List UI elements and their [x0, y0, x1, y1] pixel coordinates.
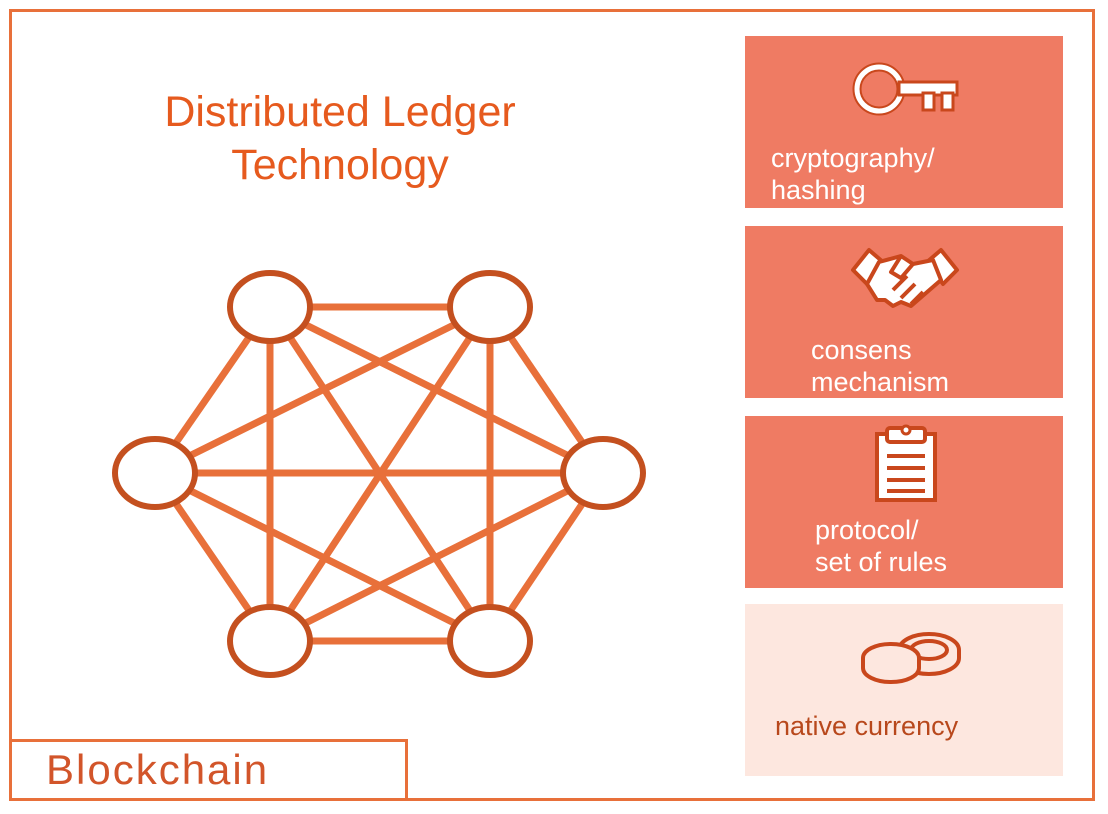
network-nodes: [112, 270, 646, 678]
node-top-right: [447, 270, 533, 344]
handshake-icon: [851, 248, 959, 308]
title-line-2: Technology: [231, 141, 449, 189]
card-consensus-label: consens mechanism: [811, 334, 949, 398]
node-top-left: [227, 270, 313, 344]
network-graph: [112, 270, 646, 678]
network-edges: [152, 303, 606, 645]
diagram-title: Distributed Ledger Technology: [60, 86, 620, 192]
key-icon: [852, 62, 959, 116]
node-bottom-right: [447, 604, 533, 678]
title-line-1: Distributed Ledger: [164, 88, 516, 136]
card-consensus-line-1: consens: [811, 335, 912, 365]
card-consensus: consens mechanism: [745, 226, 1063, 398]
card-consensus-line-2: mechanism: [811, 367, 950, 397]
node-left: [112, 436, 198, 510]
edge-left-bottom-right: [153, 469, 492, 645]
card-cryptography-line-1: cryptography/: [771, 143, 935, 173]
edge-right-bottom-left: [268, 469, 605, 645]
clipboard-icon: [875, 424, 937, 502]
card-native-currency-line-1: native currency: [775, 711, 959, 741]
card-native-currency-label: native currency: [775, 710, 958, 742]
card-native-currency: native currency: [745, 604, 1063, 776]
node-bottom-left: [227, 604, 313, 678]
card-cryptography-label: cryptography/ hashing: [771, 142, 935, 206]
node-right: [560, 436, 646, 510]
card-cryptography-line-2: hashing: [771, 175, 866, 205]
outer-frame: [9, 9, 1095, 801]
coins-icon: [861, 632, 961, 684]
card-protocol-label: protocol/ set of rules: [815, 514, 947, 578]
card-protocol-line-1: protocol/: [815, 515, 919, 545]
card-protocol-line-2: set of rules: [815, 547, 948, 577]
card-protocol: protocol/ set of rules: [745, 416, 1063, 588]
blockchain-badge: Blockchain: [9, 739, 408, 801]
edge-top-right-left: [153, 303, 492, 477]
card-cryptography: cryptography/ hashing: [745, 36, 1063, 208]
